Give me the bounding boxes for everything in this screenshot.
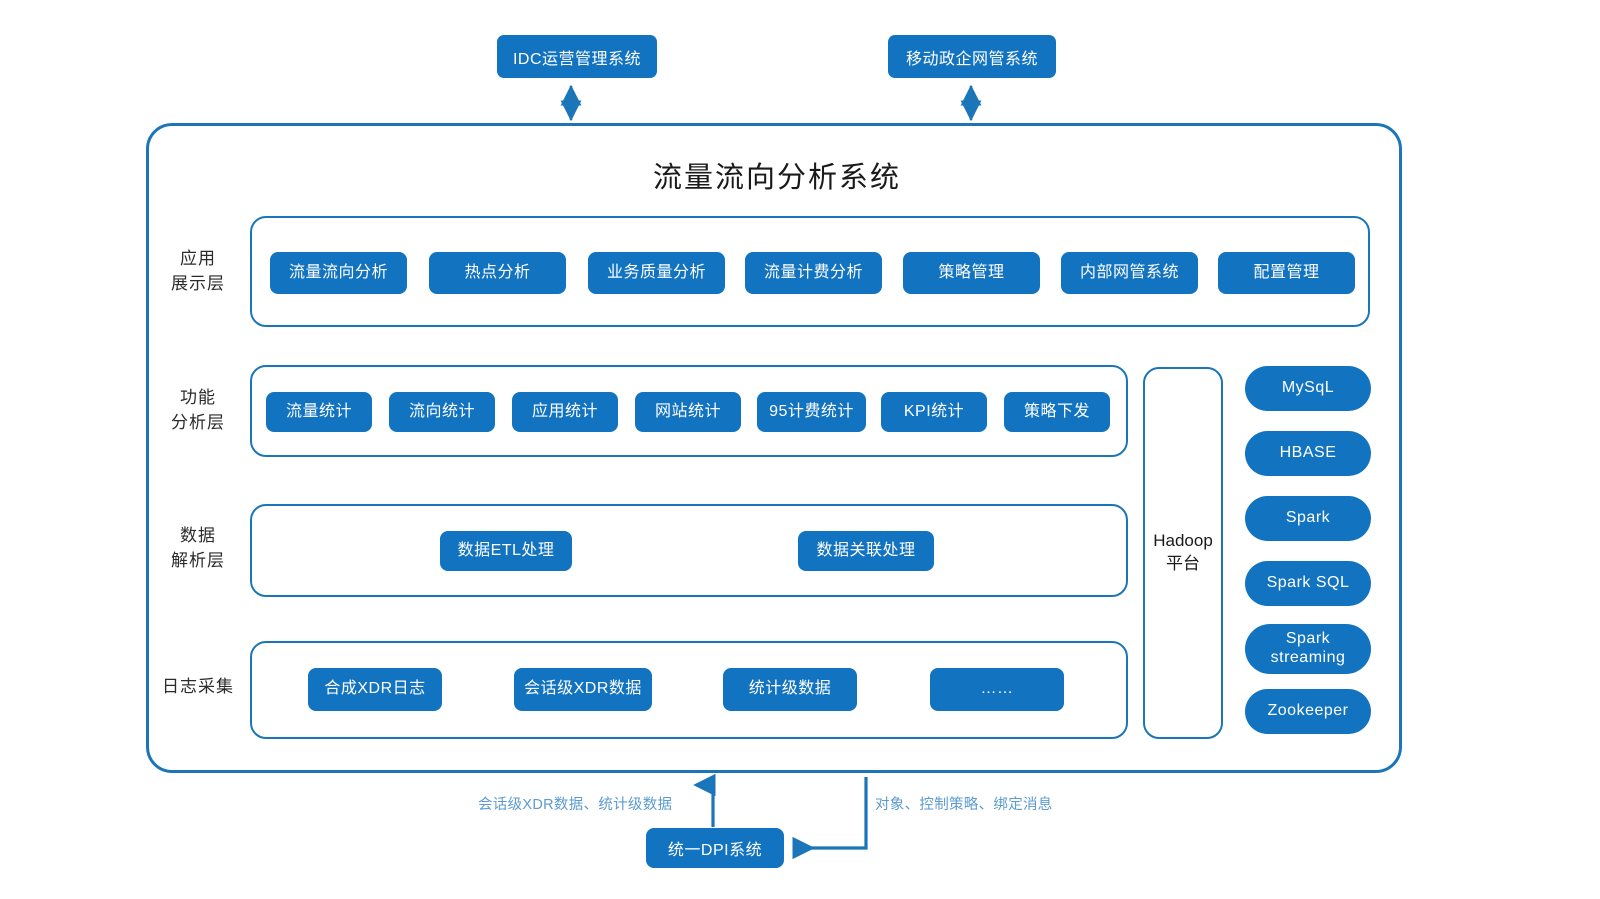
data-item-etl-processing[interactable]: 数据ETL处理 <box>440 531 572 571</box>
app-item-traffic-flow-analysis[interactable]: 流量流向分析 <box>270 252 407 294</box>
log-item-composite-xdr-log[interactable]: 合成XDR日志 <box>308 668 442 711</box>
stack-item-spark-streaming[interactable]: Spark streaming <box>1245 624 1371 674</box>
func-item-website-stats[interactable]: 网站统计 <box>635 392 741 432</box>
data-item-label: 数据ETL处理 <box>457 541 555 559</box>
app-item-config-management[interactable]: 配置管理 <box>1218 252 1355 294</box>
data-item-correlation-processing[interactable]: 数据关联处理 <box>798 531 934 571</box>
layer-label-functional: 功能 分析层 <box>171 388 225 432</box>
stack-item-spark[interactable]: Spark <box>1245 496 1371 541</box>
stack-item-label: MySqL <box>1281 379 1335 397</box>
func-item-label: 95计费统计 <box>769 402 854 420</box>
connector-dpi-downstream <box>792 777 868 860</box>
app-item-label: 热点分析 <box>464 263 531 281</box>
app-item-hotspot-analysis[interactable]: 热点分析 <box>429 252 566 294</box>
stack-item-label: Zookeeper <box>1267 702 1349 720</box>
app-item-service-quality-analysis[interactable]: 业务质量分析 <box>588 252 725 294</box>
log-item-label: 统计级数据 <box>748 680 832 698</box>
external-system-mobile-nms[interactable]: 移动政企网管系统 <box>888 35 1056 78</box>
app-item-label: 流量计费分析 <box>763 263 863 281</box>
app-item-label: 策略管理 <box>938 263 1005 281</box>
app-item-label: 配置管理 <box>1253 263 1320 281</box>
stack-item-label: Spark SQL <box>1266 574 1350 592</box>
hadoop-platform-box: Hadoop 平台 <box>1143 367 1223 739</box>
app-item-label: 业务质量分析 <box>606 263 706 281</box>
app-item-traffic-billing-analysis[interactable]: 流量计费分析 <box>745 252 882 294</box>
external-system-idc-label: IDC运营管理系统 <box>512 50 642 68</box>
flow-label-down: 对象、控制策略、绑定消息 <box>875 797 1053 813</box>
func-item-application-stats[interactable]: 应用统计 <box>512 392 618 432</box>
unified-dpi-system-label: 统一DPI系统 <box>667 842 763 859</box>
log-item-label: 会话级XDR数据 <box>524 680 642 698</box>
hadoop-platform-label: Hadoop 平台 <box>1153 531 1213 573</box>
func-item-label: 网站统计 <box>654 402 721 420</box>
stack-item-spark-sql[interactable]: Spark SQL <box>1245 561 1371 606</box>
flow-label-up: 会话级XDR数据、统计级数据 <box>478 797 673 813</box>
page-title: 流量流向分析系统 <box>652 162 901 194</box>
stack-item-label: Spark <box>1285 509 1331 527</box>
func-item-label: 策略下发 <box>1023 402 1090 420</box>
log-item-session-xdr-data[interactable]: 会话级XDR数据 <box>514 668 652 711</box>
stack-item-label: Spark streaming <box>1270 630 1346 666</box>
app-item-internal-nms[interactable]: 内部网管系统 <box>1061 252 1198 294</box>
external-system-idc[interactable]: IDC运营管理系统 <box>497 35 657 78</box>
external-system-mobile-nms-label: 移动政企网管系统 <box>905 50 1038 68</box>
func-item-flow-direction-stats[interactable]: 流向统计 <box>389 392 495 432</box>
func-item-label: KPI统计 <box>903 402 965 420</box>
func-item-label: 流量统计 <box>285 402 352 420</box>
log-item-label: …… <box>980 680 1014 698</box>
layer-label-data-parsing: 数据 解析层 <box>171 526 225 570</box>
layer-label-log-collection: 日志采集 <box>162 677 234 696</box>
stack-item-hbase[interactable]: HBASE <box>1245 431 1371 476</box>
log-item-ellipsis[interactable]: …… <box>930 668 1064 711</box>
stack-item-mysql[interactable]: MySqL <box>1245 366 1371 411</box>
func-item-policy-dispatch[interactable]: 策略下发 <box>1004 392 1110 432</box>
func-item-kpi-stats[interactable]: KPI统计 <box>881 392 987 432</box>
app-item-label: 内部网管系统 <box>1079 263 1179 281</box>
layer-label-application: 应用 展示层 <box>171 249 225 293</box>
func-item-label: 应用统计 <box>531 402 598 420</box>
func-item-traffic-stats[interactable]: 流量统计 <box>266 392 372 432</box>
func-item-label: 流向统计 <box>408 402 475 420</box>
stack-item-label: HBASE <box>1279 444 1337 462</box>
log-item-statistical-data[interactable]: 统计级数据 <box>723 668 857 711</box>
func-item-95-billing-stats[interactable]: 95计费统计 <box>757 392 866 432</box>
stack-item-zookeeper[interactable]: Zookeeper <box>1245 689 1371 734</box>
log-item-label: 合成XDR日志 <box>324 680 426 698</box>
data-item-label: 数据关联处理 <box>816 541 916 559</box>
layer-box-data-parsing <box>250 504 1128 597</box>
app-item-label: 流量流向分析 <box>288 263 388 281</box>
app-item-policy-management[interactable]: 策略管理 <box>903 252 1040 294</box>
unified-dpi-system-box[interactable]: 统一DPI系统 <box>646 828 784 868</box>
